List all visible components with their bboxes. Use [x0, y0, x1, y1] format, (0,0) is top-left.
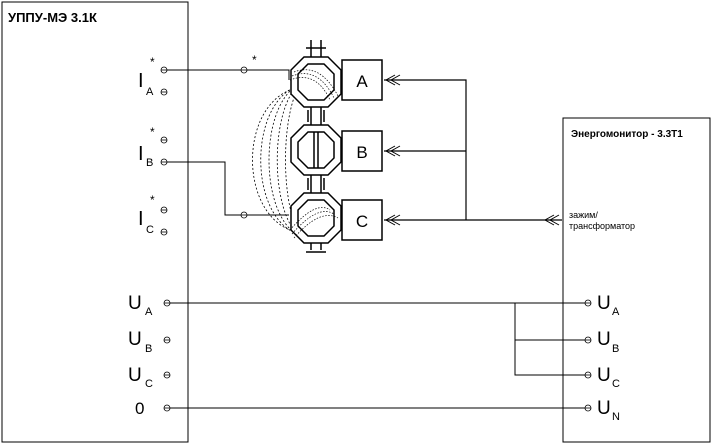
- terminal-ib-letter: I: [138, 143, 144, 165]
- clamp-signal-wires: [384, 79, 562, 221]
- clamp-wire-star: *: [252, 53, 257, 67]
- terminal-un-right-sub: N: [612, 411, 620, 423]
- clamp-stack: [289, 40, 342, 253]
- terminal-ub-left-sub: B: [145, 343, 152, 355]
- energomonitor-device-title: Энергомонитор - 3.3Т1: [571, 129, 683, 140]
- terminal-uc-right-sub: C: [612, 378, 620, 390]
- terminal-uc-left: U C: [128, 365, 171, 390]
- terminal-ia-letter: I: [138, 70, 144, 92]
- terminal-ua-right-sub: A: [612, 306, 620, 318]
- clamp-label-a: A: [356, 72, 368, 91]
- terminal-ub-left-letter: U: [128, 329, 142, 350]
- clamp-input-label-line2: трансформатор: [569, 221, 635, 231]
- terminal-ub-left: U B: [128, 329, 171, 355]
- terminal-ic-star: *: [150, 193, 155, 207]
- clamp-box-c: C: [341, 199, 383, 241]
- terminal-ua-left-sub: A: [145, 306, 153, 318]
- terminal-ib: I B *: [138, 125, 168, 169]
- terminal-ub-right-letter: U: [597, 329, 611, 350]
- terminal-uc-right: U C: [584, 365, 620, 390]
- terminal-ua-left-letter: U: [128, 293, 142, 314]
- clamp-box-a: A: [341, 59, 383, 101]
- terminal-un-right: U N: [584, 398, 620, 423]
- terminal-zero-left-letter: 0: [135, 399, 144, 418]
- terminal-ic-sub: C: [146, 224, 154, 236]
- clamp-input-label-line1: зажим/: [569, 210, 598, 220]
- terminal-ic-letter: I: [138, 208, 144, 230]
- terminal-zero-left: 0: [135, 399, 171, 418]
- clamp-label-b: B: [356, 143, 367, 162]
- dashed-return-wires: [252, 81, 303, 239]
- terminal-ub-right-sub: B: [612, 343, 619, 355]
- clamp-box-b: B: [341, 130, 383, 172]
- terminal-ic: I C *: [138, 193, 168, 236]
- uppu-device-box: [1, 1, 189, 443]
- terminal-uc-left-sub: C: [145, 378, 153, 390]
- terminal-uc-right-letter: U: [597, 365, 611, 386]
- energomonitor-device-box: [562, 117, 711, 443]
- terminal-ua-left: U A: [128, 293, 171, 318]
- uppu-device-title: УППУ-МЭ 3.1К: [8, 10, 97, 25]
- terminal-uc-left-letter: U: [128, 365, 142, 386]
- terminal-ua-right: U A: [584, 293, 620, 318]
- clamp-arrows: [384, 74, 560, 226]
- terminal-ib-sub: B: [146, 157, 153, 169]
- clamp-ring-b: [290, 124, 342, 176]
- terminal-ua-right-letter: U: [597, 293, 611, 314]
- terminal-ub-right: U B: [584, 329, 619, 355]
- terminal-ib-star: *: [150, 125, 155, 139]
- current-wires: [167, 69, 290, 216]
- terminal-un-right-letter: U: [597, 398, 611, 419]
- voltage-wires: [170, 302, 585, 409]
- terminal-ia: I A *: [138, 55, 168, 98]
- terminal-ia-star: *: [150, 55, 155, 69]
- clamp-ring-c: [290, 192, 342, 244]
- clamp-label-c: C: [356, 212, 368, 231]
- terminal-ia-sub: A: [146, 86, 154, 98]
